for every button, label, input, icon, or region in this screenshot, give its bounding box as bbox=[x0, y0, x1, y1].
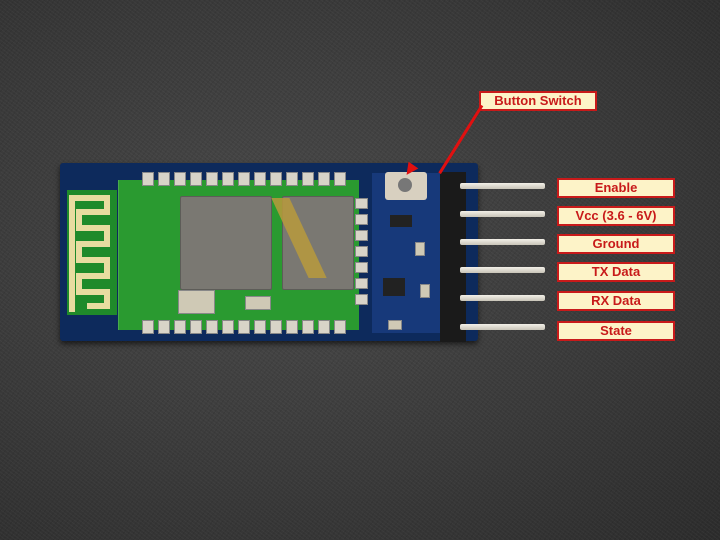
castellated-pad bbox=[334, 320, 346, 334]
castellated-pad bbox=[238, 320, 250, 334]
castellated-pad bbox=[355, 230, 368, 241]
castellated-pad bbox=[174, 172, 186, 186]
pin-label-state: State bbox=[557, 321, 675, 341]
smd-diode bbox=[390, 215, 412, 227]
voltage-regulator-chip bbox=[383, 278, 405, 296]
castellated-pad bbox=[206, 320, 218, 334]
castellated-pad bbox=[222, 320, 234, 334]
pin-label-ground: Ground bbox=[557, 234, 675, 254]
pin-label-tx: TX Data bbox=[557, 262, 675, 282]
castellated-pad bbox=[355, 198, 368, 209]
castellated-pad bbox=[286, 172, 298, 186]
castellated-pad bbox=[222, 172, 234, 186]
pin-label-enable: Enable bbox=[557, 178, 675, 198]
pcb-antenna-area bbox=[67, 190, 117, 315]
smd-resistor bbox=[415, 242, 425, 256]
button-switch-label: Button Switch bbox=[479, 91, 597, 111]
castellated-pad bbox=[302, 172, 314, 186]
pin-label-vcc: Vcc (3.6 - 6V) bbox=[557, 206, 675, 226]
castellated-pad bbox=[254, 320, 266, 334]
castellated-pad bbox=[190, 320, 202, 334]
castellated-pad bbox=[190, 172, 202, 186]
castellated-pad bbox=[142, 320, 154, 334]
button-switch-cap[interactable] bbox=[398, 178, 412, 192]
pin-label-rx: RX Data bbox=[557, 291, 675, 311]
castellated-pad bbox=[334, 172, 346, 186]
castellated-pad bbox=[174, 320, 186, 334]
castellated-pad bbox=[355, 294, 368, 305]
pin-rx bbox=[460, 295, 545, 301]
castellated-pad bbox=[355, 246, 368, 257]
castellated-pad bbox=[238, 172, 250, 186]
castellated-pad bbox=[318, 320, 330, 334]
pin-ground bbox=[460, 239, 545, 245]
castellated-pad bbox=[286, 320, 298, 334]
castellated-pad bbox=[270, 320, 282, 334]
castellated-pad bbox=[355, 214, 368, 225]
castellated-pad bbox=[355, 278, 368, 289]
antenna-trace-icon bbox=[69, 195, 110, 312]
pin-header-housing bbox=[440, 172, 466, 342]
castellated-pad bbox=[206, 172, 218, 186]
rf-shield-left bbox=[180, 196, 272, 290]
castellated-pad bbox=[158, 172, 170, 186]
castellated-pad bbox=[158, 320, 170, 334]
castellated-pad bbox=[302, 320, 314, 334]
pin-enable bbox=[460, 183, 545, 189]
pin-vcc bbox=[460, 211, 545, 217]
castellated-pad bbox=[270, 172, 282, 186]
castellated-pad bbox=[318, 172, 330, 186]
smd-resistor bbox=[420, 284, 430, 298]
pin-state bbox=[460, 324, 545, 330]
castellated-pad bbox=[254, 172, 266, 186]
status-led bbox=[388, 320, 402, 330]
pin-tx bbox=[460, 267, 545, 273]
capacitor-component bbox=[245, 296, 271, 310]
castellated-pad bbox=[355, 262, 368, 273]
crystal-component bbox=[178, 290, 215, 314]
castellated-pad bbox=[142, 172, 154, 186]
